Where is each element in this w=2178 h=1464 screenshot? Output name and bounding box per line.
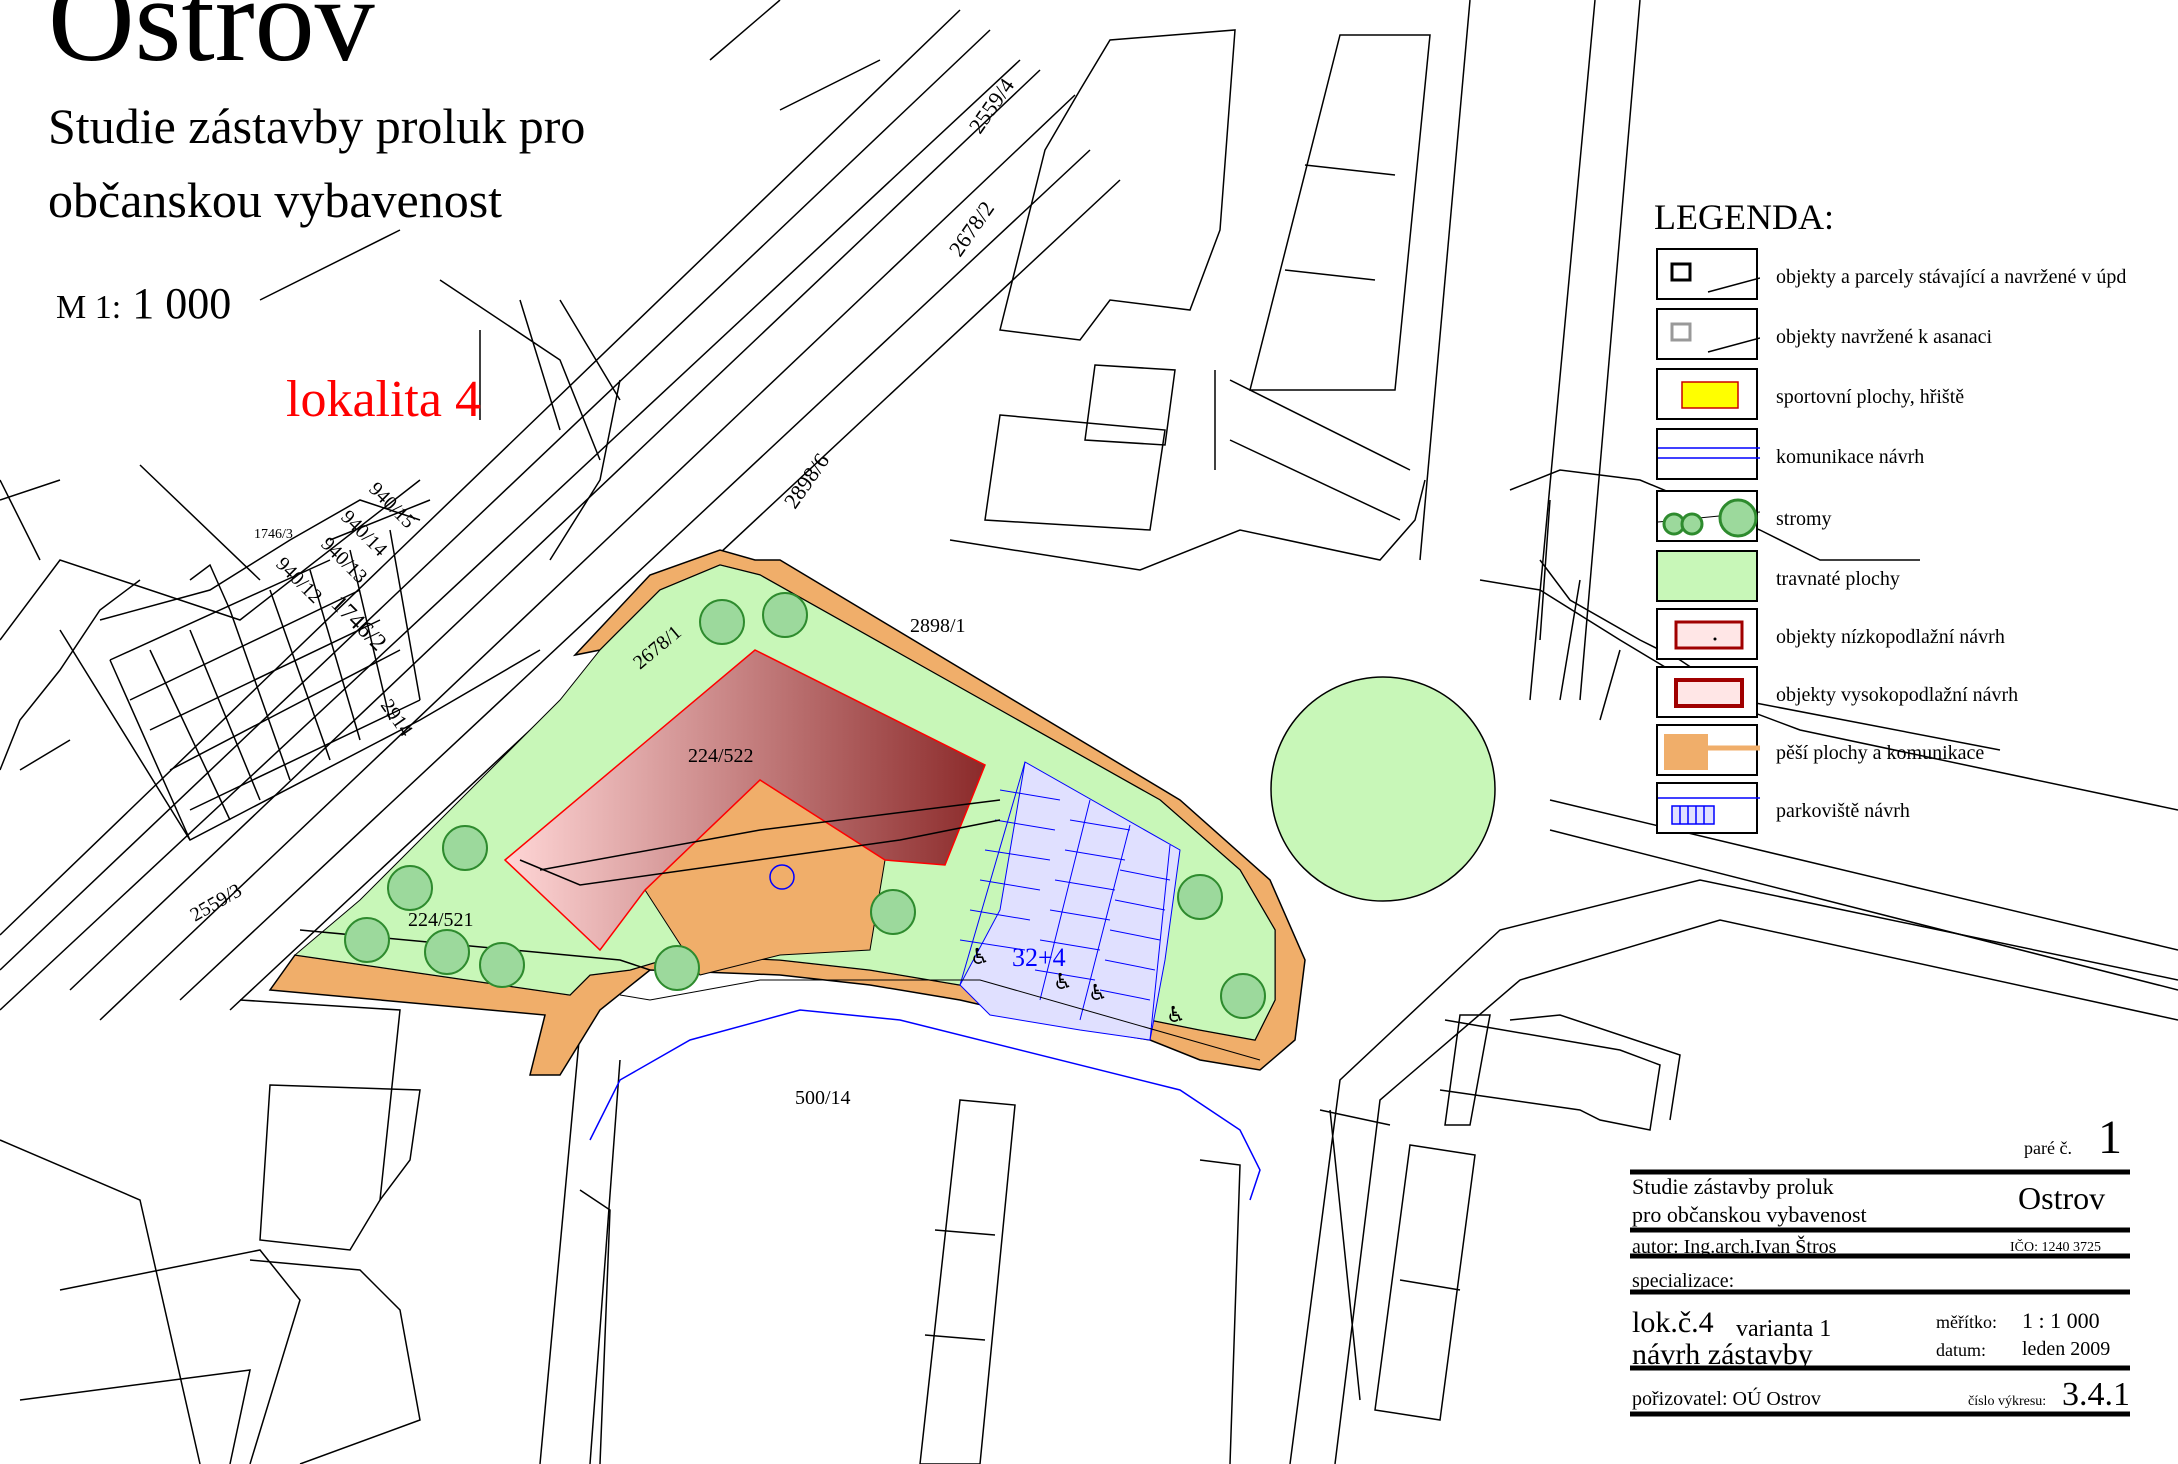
date-value: leden 2009: [2022, 1338, 2111, 1360]
legend-item: travnaté plochy: [1656, 550, 2176, 604]
existing-building-icon: [1656, 248, 1761, 300]
road-label: 2559/3: [187, 879, 246, 926]
city-name: Ostrov: [2018, 1180, 2106, 1216]
legend-label: stromy: [1776, 508, 1832, 530]
drawing-number: 3.4.1: [2062, 1376, 2130, 1413]
road-label: 2898/6: [779, 448, 835, 512]
legend-label: komunikace návrh: [1776, 446, 1925, 468]
wheelchair-icon: ♿ ♿ ♿ ♿: [970, 945, 1186, 1028]
legend-item: parkoviště návrh: [1656, 782, 2176, 836]
parcel-label: 500/14: [795, 1087, 851, 1109]
project-line2: pro občanskou vybavenost: [1632, 1202, 1867, 1227]
sheet-label: paré č.: [2024, 1138, 2072, 1158]
legend-label: pěší plochy a komunikace: [1776, 742, 1985, 764]
legend-label: parkoviště návrh: [1776, 800, 1910, 822]
sports-area-icon: [1656, 368, 1758, 420]
locality-label: lokalita 4: [286, 371, 481, 428]
parcel-label: 1746/3: [254, 527, 293, 542]
legend-label: objekty a parcely stávající a navržené v…: [1776, 266, 2127, 288]
parcel-label: 224/521: [408, 909, 474, 931]
legend-label: objekty navržené k asanaci: [1776, 326, 1993, 348]
date-label: datum:: [1936, 1340, 1986, 1360]
legend-item: objekty vysokopodlažní návrh: [1656, 666, 2176, 720]
legend-item: pěší plochy a komunikace: [1656, 724, 2176, 778]
legend-label: sportovní plochy, hřiště: [1776, 386, 1965, 408]
grass-area-icon: [1656, 550, 1758, 602]
legend-label: objekty nízkopodlažní návrh: [1776, 626, 2005, 648]
specialization: specializace:: [1632, 1270, 1735, 1292]
svg-text:♿: ♿: [1088, 981, 1108, 1006]
sheet-number: 1: [2098, 1111, 2122, 1164]
road-proposal-icon: [1656, 428, 1760, 480]
proposed-site: ♿ ♿ ♿ ♿: [268, 549, 1496, 1201]
procurer: pořizovatel: OÚ Ostrov: [1632, 1388, 1821, 1410]
svg-text:♿: ♿: [1053, 970, 1073, 995]
variant-lok: lok.č.4: [1632, 1306, 1714, 1339]
project-line1: Studie zástavby proluk: [1632, 1174, 1834, 1199]
legend-item: objekty nízkopodlažní návrh: [1656, 608, 2176, 662]
design-type: návrh zástavby: [1632, 1338, 1813, 1371]
parking-icon: [1656, 782, 1760, 834]
parcel-label: 940/12: [271, 553, 326, 608]
legend-label: objekty vysokopodlažní návrh: [1776, 684, 2019, 706]
drawing-label: číslo výkresu:: [1968, 1394, 2047, 1409]
parking-count: 32+4: [1012, 943, 1066, 972]
scale-value: 1 000: [132, 279, 232, 328]
parcel-label: 224/522: [688, 745, 754, 767]
author: autor: Ing.arch.Ivan Štros: [1632, 1236, 1837, 1258]
page-subtitle-line2: občanskou vybavenost: [48, 172, 503, 228]
svg-text:♿: ♿: [970, 945, 990, 970]
legend-item: objekty a parcely stávající a navržené v…: [1656, 248, 2176, 302]
trees-icon: [1656, 490, 1761, 542]
road-label: 2678/2: [944, 196, 1000, 260]
legend-item: komunikace návrh: [1656, 428, 2176, 482]
road-label: 2898/1: [910, 615, 966, 637]
legend-item: sportovní plochy, hřiště: [1656, 368, 2176, 422]
page-subtitle-line1: Studie zástavby proluk pro: [48, 98, 586, 154]
scale-label: měřítko:: [1936, 1312, 1997, 1332]
lowrise-building-icon: [1656, 608, 1758, 660]
page-title: Ostrov: [48, 0, 375, 86]
legend-item: stromy: [1656, 490, 2176, 544]
ico: IČO: 1240 3725: [2010, 1240, 2101, 1255]
legend-title: LEGENDA:: [1654, 197, 1834, 237]
title-block-lines: [1630, 1169, 2130, 1417]
variant-name: varianta 1: [1736, 1316, 1832, 1342]
scale-value-tb: 1 : 1 000: [2022, 1308, 2100, 1333]
map-scale: M 1: 1 000: [56, 278, 231, 329]
demolition-building-icon: [1656, 308, 1761, 360]
svg-text:♿: ♿: [1166, 1003, 1186, 1028]
pedestrian-area-icon: [1656, 724, 1760, 776]
legend-label: travnaté plochy: [1776, 568, 1900, 590]
parcel-label: 1746/2: [326, 591, 392, 657]
scale-prefix: M 1:: [56, 289, 122, 326]
highrise-building-icon: [1656, 666, 1758, 718]
legend-item: objekty navržené k asanaci: [1656, 308, 2176, 362]
